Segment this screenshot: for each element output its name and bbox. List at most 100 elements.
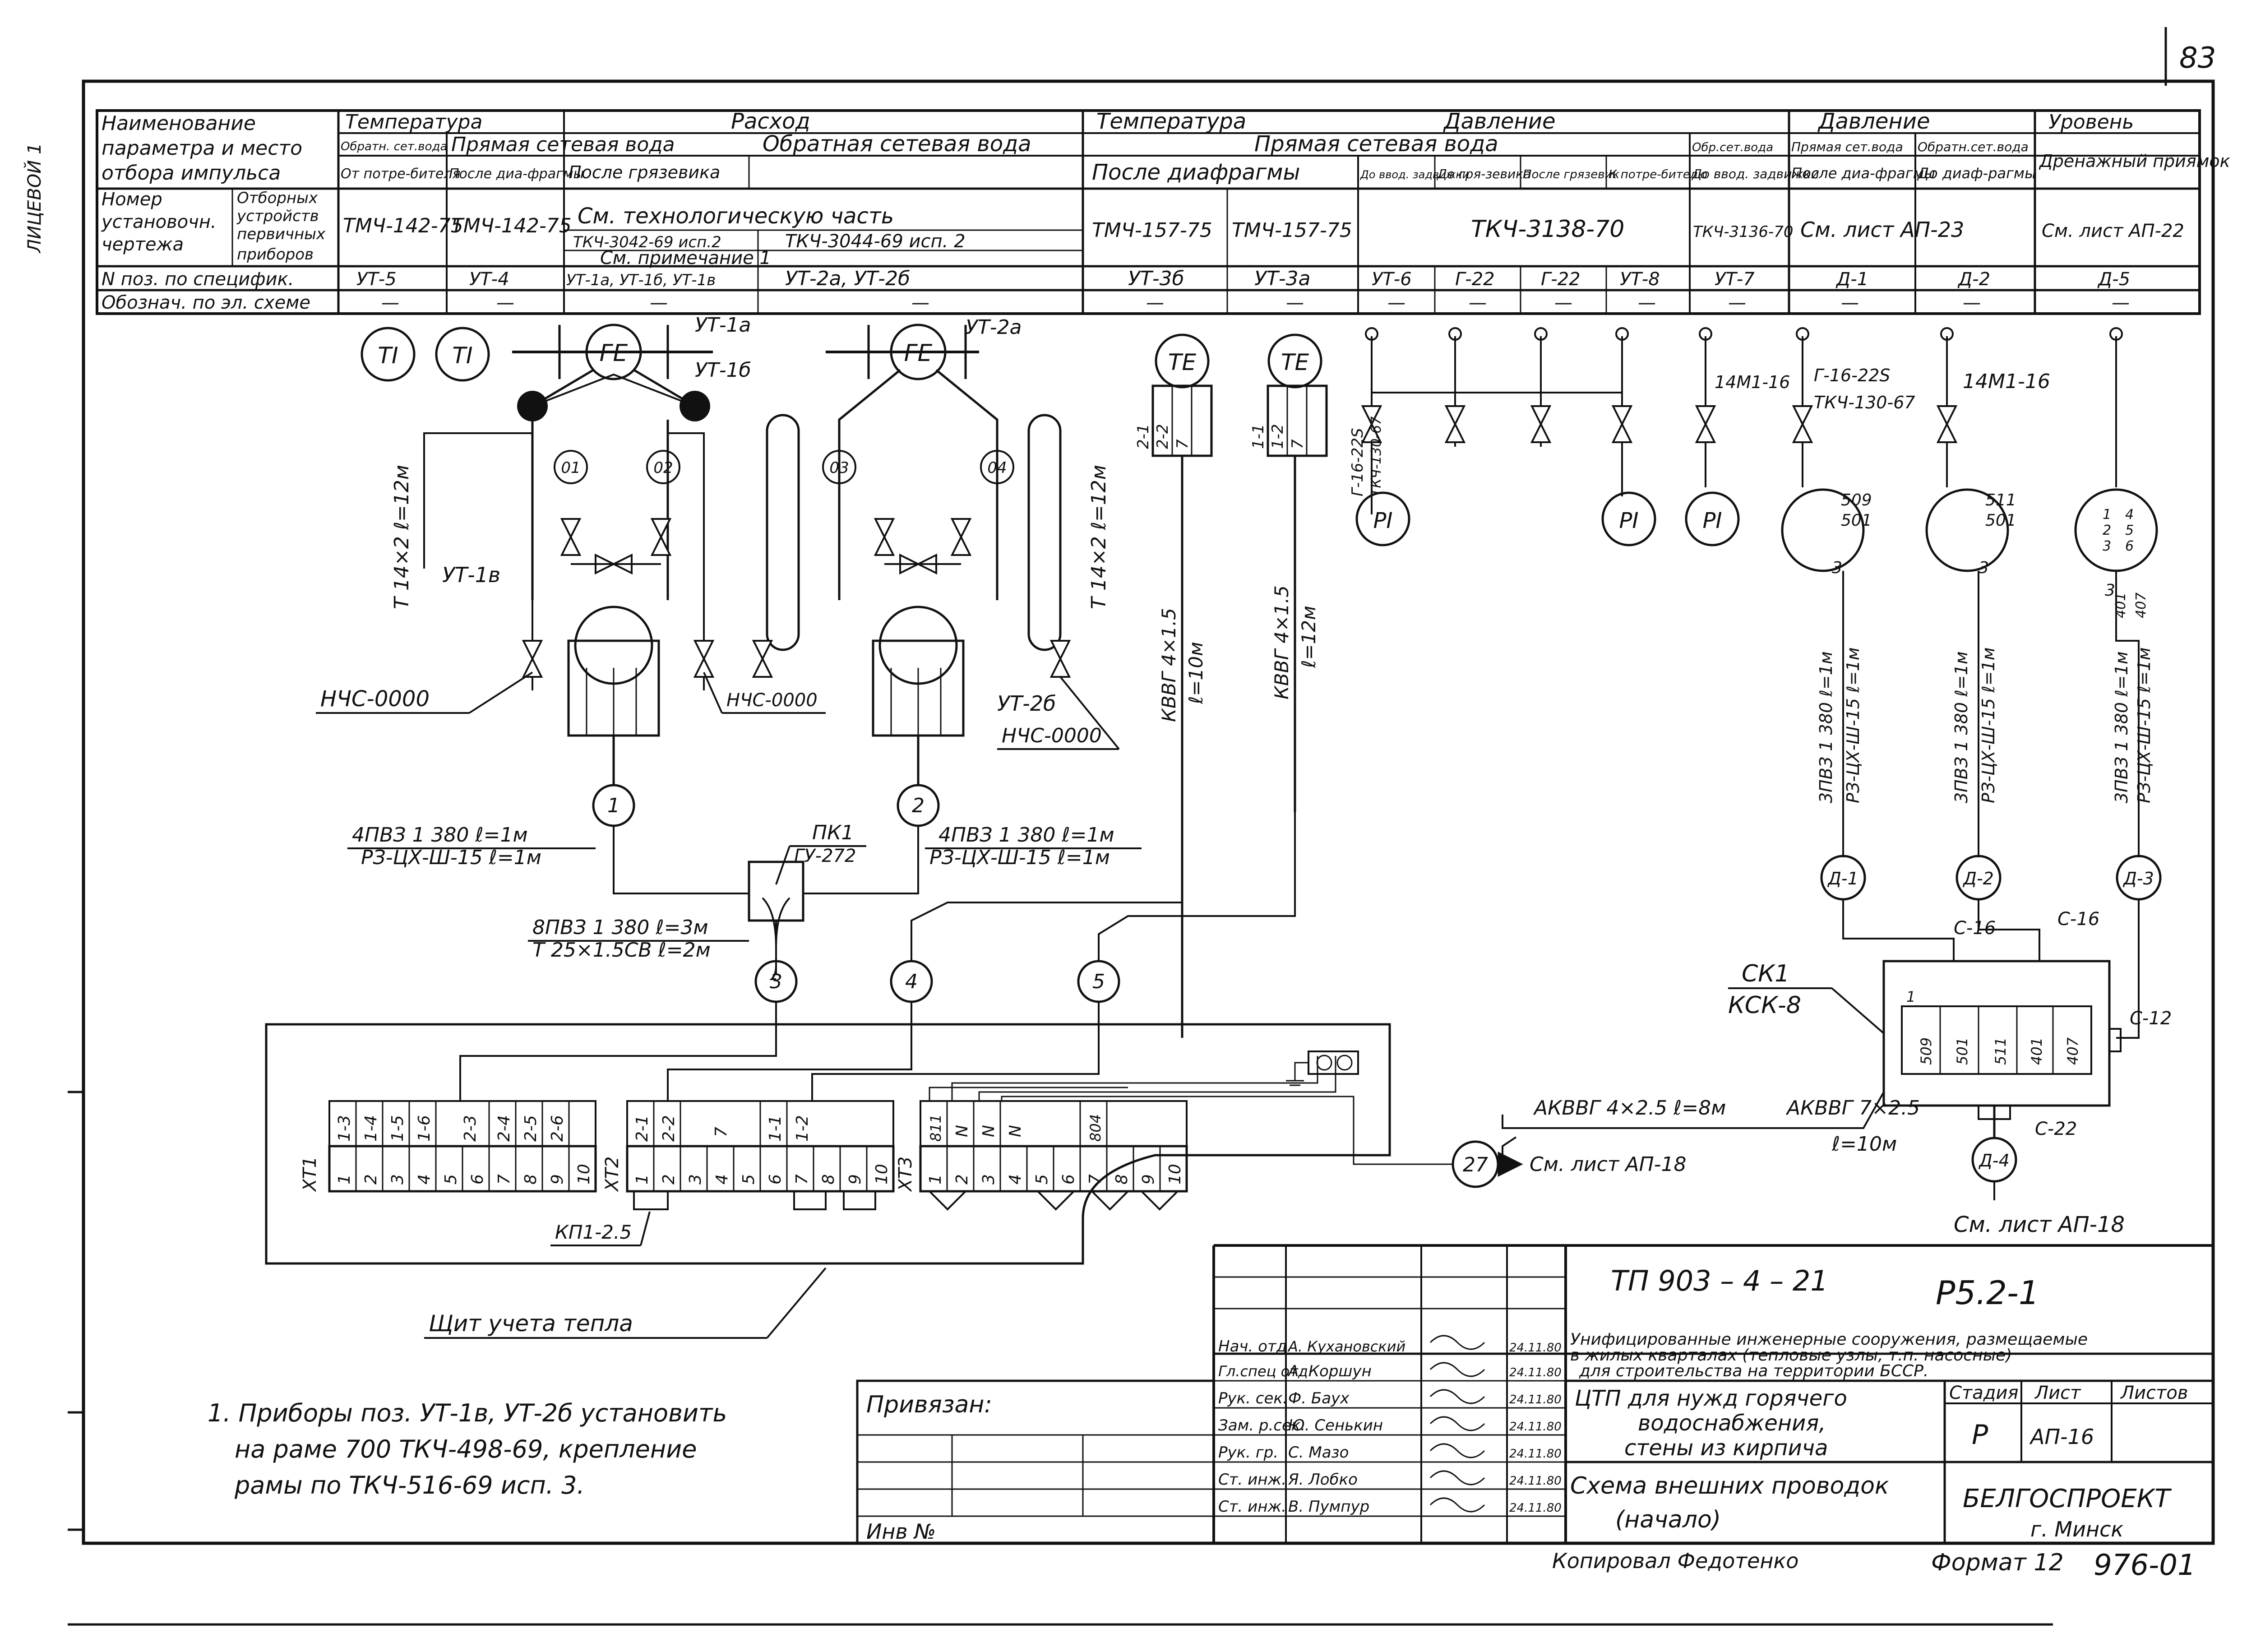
- sensor-d2: Д-2: [1956, 855, 2002, 901]
- svg-text:Д-3: Д-3: [2122, 869, 2154, 888]
- cable-d2-a: 3ПВЗ 1 380 ℓ=1м: [1951, 651, 1971, 803]
- label-pk1: ПК1: [812, 821, 854, 844]
- pos-1: УТ-5: [356, 269, 397, 290]
- board-outline: [265, 1023, 1391, 1265]
- row-label-pos: N поз. по специфик.: [102, 269, 294, 290]
- row-label-name-2: параметра и место: [102, 137, 302, 160]
- tb-role-5: Рук. гр.: [1218, 1444, 1278, 1462]
- xt1-top-labels: 1-3 1-4 1-5 1-6 2-3 2-4 2-5 2-6: [335, 1115, 567, 1142]
- svg-text:2: 2: [660, 1174, 678, 1185]
- svg-text:1: 1: [335, 1174, 354, 1185]
- valve-label-04: 04: [987, 459, 1007, 477]
- svg-text:3: 3: [980, 1174, 998, 1185]
- pressure-taps: PI PI PI: [1355, 327, 2158, 572]
- xt-term-numbers: 1 2 3 4 5 6 7 8 9 10 1 2 3 4 5 6 7 8 9 1…: [335, 1164, 1184, 1185]
- impulse-lines-left: 01 02: [423, 420, 715, 785]
- svg-text:5: 5: [1033, 1174, 1051, 1185]
- side-label: ЛИЦЕВОЙ 1: [23, 143, 45, 254]
- label-tkch130-2: ТКЧ-130-67: [1814, 393, 1915, 412]
- dash-12: —: [1841, 292, 1859, 313]
- valve-label-01: 01: [561, 459, 580, 477]
- cell-return-water-2: Обр.сет.вода: [1692, 141, 1773, 154]
- tb-name-4: Ю. Сенькин: [1288, 1416, 1383, 1435]
- cell-tkch-3138: ТКЧ-3138-70: [1471, 216, 1624, 243]
- header-table: Наименование параметра и место отбора им…: [96, 109, 2230, 315]
- row-label-schema: Обознач. по эл. схеме: [102, 292, 310, 313]
- label-3b: 3: [1979, 559, 1989, 577]
- svg-text:TE: TE: [1281, 349, 1309, 375]
- svg-text:1-5: 1-5: [388, 1115, 407, 1142]
- tb-date-7: 24.11.80: [1509, 1501, 1562, 1515]
- svg-text:5: 5: [740, 1174, 758, 1185]
- tb-title-2: (начало): [1615, 1506, 1721, 1533]
- svg-text:N: N: [980, 1125, 998, 1137]
- svg-text:TE: TE: [1168, 349, 1197, 375]
- tb-desc-2: в жилых кварталах (тепловые узлы, т.п. н…: [1570, 1346, 2012, 1365]
- label-cable-1b: РЗ-ЦХ-Ш-15 ℓ=1м: [361, 846, 541, 869]
- cell-sheet-ap22: См. лист АП-22: [2042, 221, 2184, 241]
- te1-pin-1: 2-1: [1134, 424, 1152, 449]
- label-cable-2a: 4ПВЗ 1 380 ℓ=1м: [938, 824, 1114, 847]
- valve-label-02: 02: [653, 459, 673, 477]
- junction-5: 5: [1077, 960, 1120, 1003]
- group-flow: Расход: [731, 109, 810, 134]
- label-nchs-1: НЧС-0000: [320, 686, 430, 712]
- svg-text:2-5: 2-5: [522, 1115, 540, 1142]
- svg-text:4: 4: [415, 1174, 434, 1185]
- svg-text:2: 2: [362, 1174, 380, 1185]
- label-ut1b: УТ-1б: [695, 359, 751, 382]
- instrument-ti-1: TI: [361, 327, 416, 382]
- cell-drain-pit: Дренажный приямок: [2039, 151, 2230, 171]
- temperature-element-1: TE: [1151, 333, 1213, 1038]
- label-gu272: ГУ-272: [794, 846, 856, 866]
- svg-text:2-1: 2-1: [633, 1115, 652, 1142]
- label-xt3: ХТ3: [895, 1157, 916, 1192]
- label-g16-2: Г-16-22S: [1814, 366, 1890, 385]
- tb-date-1: 24.11.80: [1509, 1341, 1562, 1355]
- tb-role-4: Зам. р.сек.: [1218, 1416, 1305, 1435]
- svg-text:2: 2: [953, 1174, 971, 1185]
- subgroup-flow-supply: Прямая сетевая вода: [451, 133, 675, 156]
- svg-text:2-2: 2-2: [660, 1115, 678, 1142]
- pk1-box: [748, 861, 804, 922]
- tb-role-6: Ст. инж.: [1218, 1471, 1286, 1489]
- label-3a: 3: [1832, 559, 1842, 577]
- impulse-lines-right: 03 04: [752, 414, 1071, 785]
- svg-text:9: 9: [846, 1174, 864, 1185]
- sensor-d3: Д-3: [2116, 855, 2162, 901]
- cable-d3-a: 3ПВЗ 1 380 ℓ=1м: [2112, 651, 2131, 803]
- svg-text:2-3: 2-3: [461, 1115, 480, 1142]
- te2-pin-2: 1-2: [1269, 424, 1287, 449]
- svg-text:5: 5: [1092, 970, 1105, 993]
- tb-date-6: 24.11.80: [1509, 1474, 1562, 1488]
- pin-d-1: 1: [2103, 507, 2111, 523]
- tb-org: БЕЛГОСПРОЕКТ: [1963, 1484, 2172, 1513]
- page-number: 83: [2179, 42, 2216, 75]
- pin-d-4: 4: [2125, 507, 2134, 523]
- cable-d3-b: РЗ-ЦХ-Ш-15 ℓ=1м: [2134, 648, 2154, 803]
- svg-text:5: 5: [442, 1174, 460, 1185]
- tb-date-4: 24.11.80: [1509, 1420, 1562, 1434]
- subgroup-flow-return: Обратная сетевая вода: [763, 131, 1031, 157]
- valve-label-03: 03: [829, 459, 849, 477]
- tb-desc-1: Унифицированные инженерные сооружения, р…: [1570, 1330, 2088, 1349]
- row-label-devices-3: первичных: [237, 225, 326, 243]
- tb-title-1: Схема внешних проводок: [1570, 1472, 1889, 1499]
- svg-text:6: 6: [766, 1174, 785, 1185]
- label-ut2b: УТ-2б: [997, 691, 1056, 716]
- sensor-d1: Д-1: [1820, 855, 1866, 901]
- cell-tmch-3: ТМЧ-157-75: [1092, 219, 1212, 242]
- svg-text:FE: FE: [600, 340, 628, 367]
- svg-text:TI: TI: [452, 342, 472, 369]
- group-temp-2: Температура: [1096, 109, 1246, 134]
- svg-text:8: 8: [522, 1174, 540, 1185]
- pos-9: Г-22: [1541, 269, 1581, 290]
- cell-after-mudtrap: После грязевика: [569, 162, 720, 182]
- pi-2: PI: [1619, 508, 1638, 533]
- svg-text:Д-1: Д-1: [1827, 869, 1858, 888]
- pos-10: УТ-8: [1620, 269, 1660, 290]
- label-nchs-3: НЧС-0000: [1002, 724, 1102, 747]
- cell-before-valve: До ввод. задвижки: [1360, 168, 1469, 181]
- label-14m1-2: 14М1-16: [1963, 370, 2050, 393]
